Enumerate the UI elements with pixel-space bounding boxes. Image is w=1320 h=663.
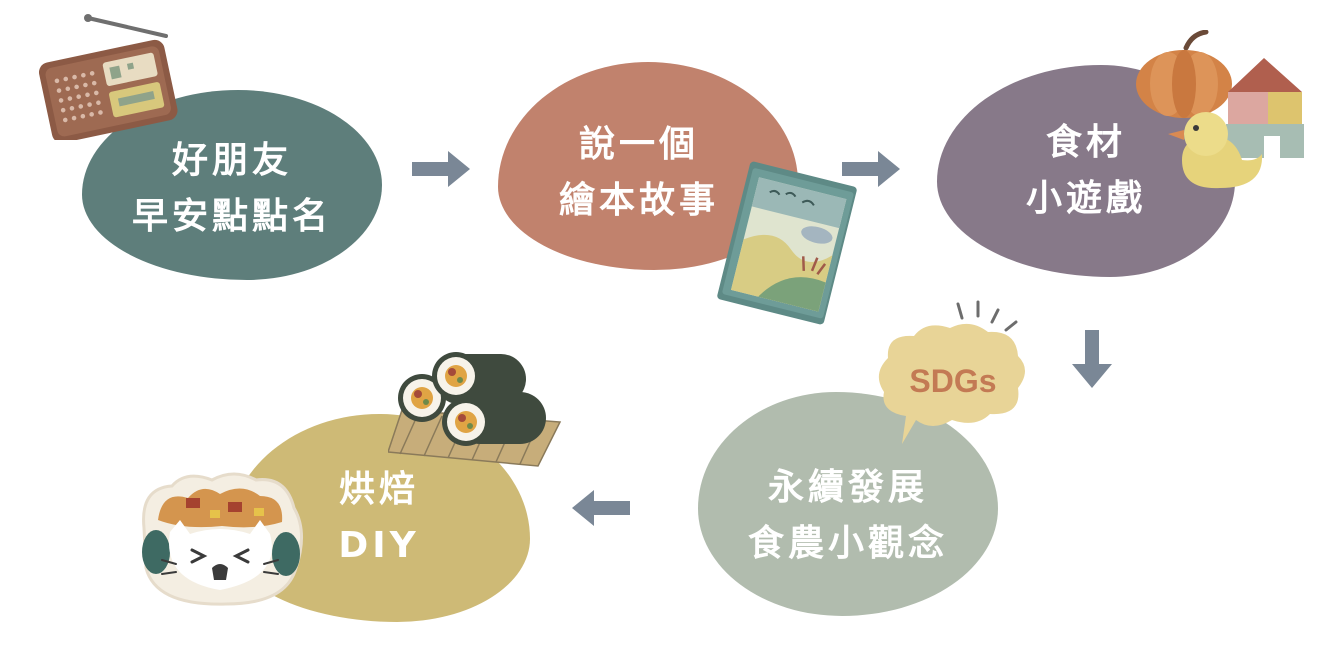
arrow-right-icon xyxy=(412,151,470,187)
step-2-line-1: 說一個 xyxy=(578,124,699,165)
sushi-rolls-icon xyxy=(388,352,562,467)
step-5-line-1: 烘焙 xyxy=(338,469,419,510)
cat-bento-icon xyxy=(142,472,303,606)
step-4-text: 永續發展 食農小觀念 xyxy=(748,460,948,572)
step-5-line-2: DIY xyxy=(338,525,420,566)
toy-blocks-icon xyxy=(1226,58,1304,158)
step-1-line-1: 好朋友 xyxy=(171,140,292,181)
picture-book-icon xyxy=(717,161,857,325)
arrow-down-icon xyxy=(1072,330,1112,388)
step-2-text: 說一個 繪本故事 xyxy=(559,117,719,229)
step-5-text: 烘焙 DIY xyxy=(338,462,419,574)
step-4-line-1: 永續發展 xyxy=(767,467,928,508)
sdgs-label: SDGs xyxy=(909,363,996,399)
pumpkin-icon xyxy=(1136,30,1232,118)
sdgs-speech-bubble-icon: SDGs xyxy=(878,300,1025,444)
radio-icon xyxy=(38,14,178,140)
toy-duck-icon xyxy=(1168,112,1263,189)
step-3-line-2: 小遊戲 xyxy=(1025,178,1146,219)
step-4-line-2: 食農小觀念 xyxy=(747,523,948,564)
step-3-text: 食材 小遊戲 xyxy=(1026,115,1146,227)
step-3-line-1: 食材 xyxy=(1045,122,1126,163)
arrow-left-icon xyxy=(572,490,630,526)
step-2-line-2: 繪本故事 xyxy=(558,180,719,221)
arrow-right-icon xyxy=(842,151,900,187)
step-1-line-2: 早安點點名 xyxy=(131,196,332,237)
step-1-text: 好朋友 早安點點名 xyxy=(132,133,332,245)
step-4-bubble: 永續發展 食農小觀念 xyxy=(698,392,998,616)
